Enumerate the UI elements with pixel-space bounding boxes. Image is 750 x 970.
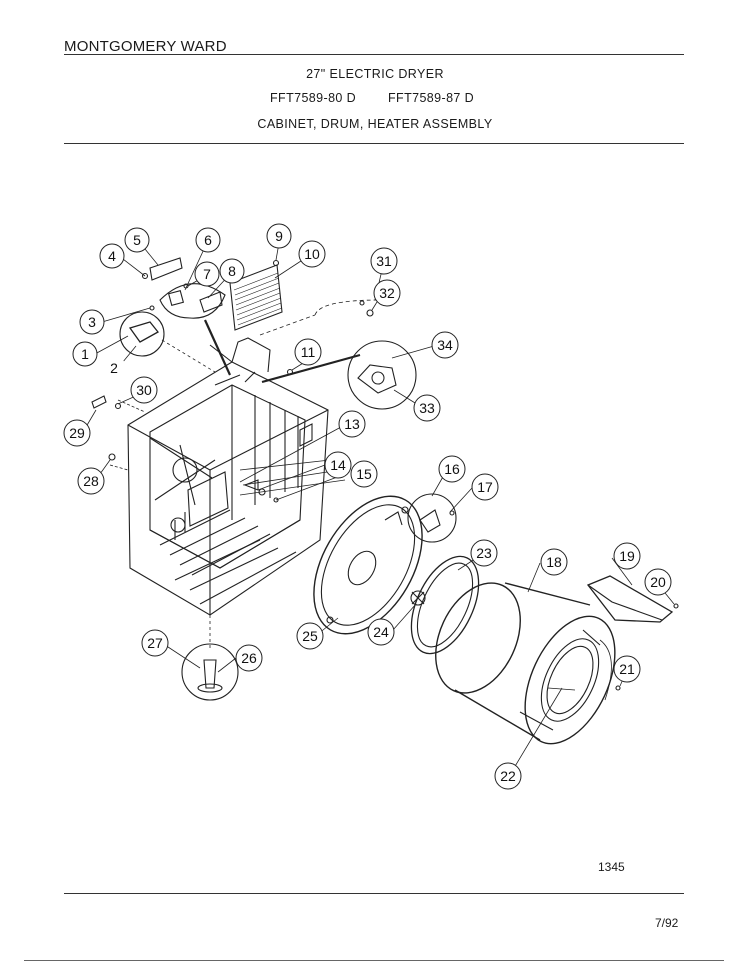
model-number-a: FFT7589-80 D bbox=[270, 91, 357, 105]
callout-14: 14 bbox=[324, 451, 352, 479]
svg-text:10: 10 bbox=[304, 246, 320, 262]
callout-1: 1 bbox=[72, 341, 98, 367]
callout-25: 25 bbox=[296, 622, 324, 650]
svg-text:4: 4 bbox=[108, 248, 116, 264]
callout-4: 4 bbox=[99, 243, 125, 269]
svg-text:8: 8 bbox=[228, 263, 236, 279]
page-edge-rule bbox=[24, 960, 724, 961]
svg-text:30: 30 bbox=[136, 382, 152, 398]
svg-text:7: 7 bbox=[203, 266, 211, 282]
svg-text:17: 17 bbox=[477, 479, 493, 495]
drawing-number: 1345 bbox=[598, 860, 625, 874]
svg-text:21: 21 bbox=[619, 661, 635, 677]
svg-text:13: 13 bbox=[344, 416, 360, 432]
callout-29: 29 bbox=[63, 419, 91, 447]
svg-text:1: 1 bbox=[81, 346, 89, 362]
callout-5: 5 bbox=[124, 227, 150, 253]
callout-33: 33 bbox=[413, 394, 441, 422]
callout-10: 10 bbox=[298, 240, 326, 268]
svg-text:5: 5 bbox=[133, 232, 141, 248]
svg-text:22: 22 bbox=[500, 768, 516, 784]
callout-32: 32 bbox=[373, 279, 401, 307]
callout-23: 23 bbox=[470, 539, 498, 567]
product-title: 27" ELECTRIC DRYER bbox=[306, 67, 444, 81]
svg-text:24: 24 bbox=[373, 624, 389, 640]
svg-text:2: 2 bbox=[110, 360, 118, 376]
svg-text:32: 32 bbox=[379, 285, 395, 301]
revision-date: 7/92 bbox=[655, 916, 679, 930]
callout-15: 15 bbox=[350, 460, 378, 488]
cabinet-illustration bbox=[127, 337, 329, 616]
callout-28: 28 bbox=[77, 467, 105, 495]
svg-text:6: 6 bbox=[204, 232, 212, 248]
callout-11: 11 bbox=[294, 338, 322, 366]
title-rule bbox=[64, 143, 684, 144]
callout-19: 19 bbox=[613, 542, 641, 570]
svg-text:25: 25 bbox=[302, 628, 318, 644]
callout-21: 21 bbox=[613, 655, 641, 683]
svg-text:33: 33 bbox=[419, 400, 435, 416]
assembly-title: CABINET, DRUM, HEATER ASSEMBLY bbox=[257, 117, 493, 131]
svg-text:27: 27 bbox=[147, 635, 163, 651]
callout-17: 17 bbox=[471, 473, 499, 501]
svg-text:18: 18 bbox=[546, 554, 562, 570]
callout-16: 16 bbox=[438, 455, 466, 483]
callout-6: 6 bbox=[195, 227, 221, 253]
svg-text:16: 16 bbox=[444, 461, 460, 477]
callout-31: 31 bbox=[370, 247, 398, 275]
brand-name: MONTGOMERY WARD bbox=[64, 38, 227, 55]
header-rule bbox=[64, 54, 684, 55]
callout-27: 27 bbox=[141, 629, 169, 657]
callout-20: 20 bbox=[644, 568, 672, 596]
svg-text:29: 29 bbox=[69, 425, 85, 441]
svg-text:34: 34 bbox=[437, 337, 453, 353]
callout-26: 26 bbox=[235, 644, 263, 672]
model-number-b: FFT7589-87 D bbox=[388, 91, 475, 105]
callout-22: 22 bbox=[494, 762, 522, 790]
callout-18: 18 bbox=[540, 548, 568, 576]
callout-30: 30 bbox=[130, 376, 158, 404]
svg-text:15: 15 bbox=[356, 466, 372, 482]
callout-13: 13 bbox=[338, 410, 366, 438]
callout-8: 8 bbox=[219, 258, 245, 284]
svg-text:11: 11 bbox=[301, 344, 316, 360]
svg-text:9: 9 bbox=[275, 228, 283, 244]
svg-text:28: 28 bbox=[83, 473, 99, 489]
callout-9: 9 bbox=[266, 223, 292, 249]
callout-34: 34 bbox=[431, 331, 459, 359]
callout-24: 24 bbox=[367, 618, 395, 646]
svg-text:3: 3 bbox=[88, 314, 96, 330]
svg-text:31: 31 bbox=[376, 253, 392, 269]
svg-text:23: 23 bbox=[476, 545, 492, 561]
svg-text:20: 20 bbox=[650, 574, 666, 590]
callout-3: 3 bbox=[79, 309, 105, 335]
callout-7: 7 bbox=[194, 261, 220, 287]
footer-rule bbox=[64, 893, 684, 894]
svg-text:14: 14 bbox=[330, 457, 346, 473]
callout-2: 2 bbox=[102, 356, 126, 380]
svg-text:26: 26 bbox=[241, 650, 257, 666]
svg-text:19: 19 bbox=[619, 548, 635, 564]
